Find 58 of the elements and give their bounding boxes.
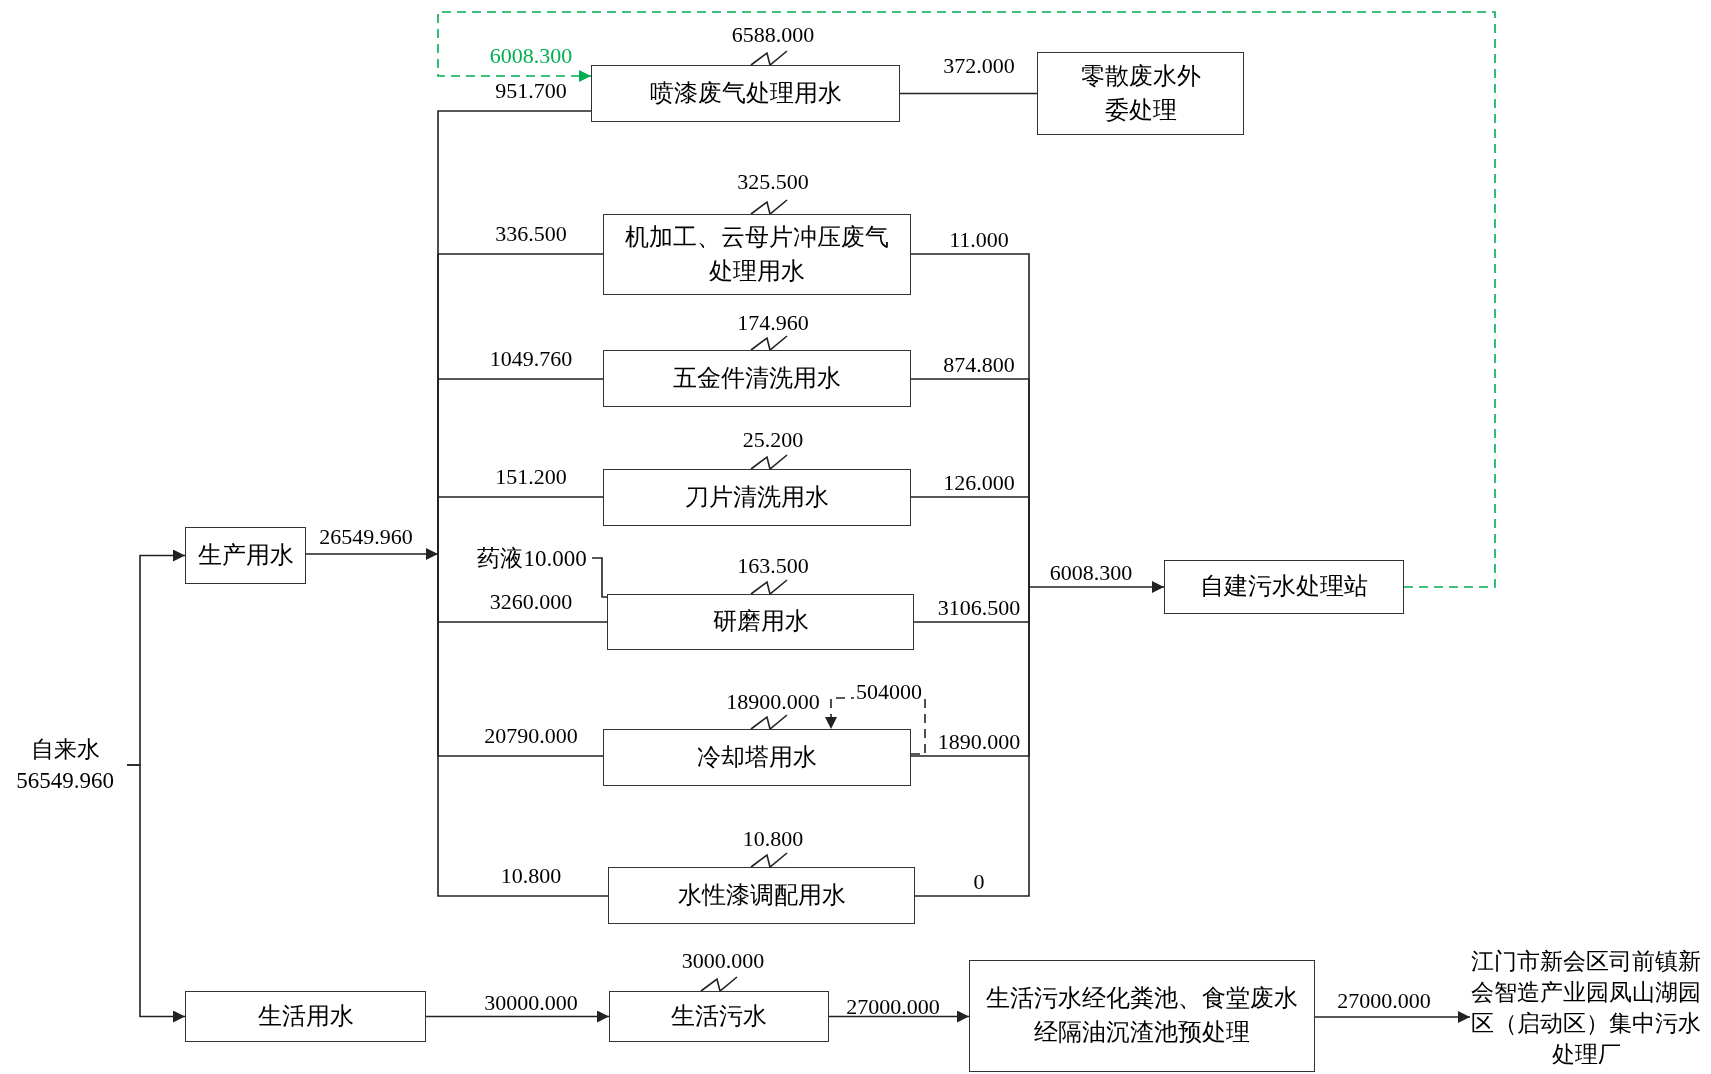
flow-value: 26549.960 [319,524,413,550]
destination-label: 江门市新会区司前镇新会智造产业园凤山湖园区（启动区）集中污水处理厂 [1470,942,1702,1074]
edge-label: 372.000 [943,53,1015,79]
loss-value: 18900.000 [726,689,820,715]
edge-label: 126.000 [943,470,1015,496]
edge-label: 27000.000 [846,994,940,1020]
process-box: 生活污水经化粪池、食堂废水经隔油沉渣池预处理 [969,960,1315,1072]
edge-label: 3106.500 [937,595,1021,621]
loss-value: 10.800 [742,826,804,852]
edge-label: 1890.000 [937,729,1021,755]
connector [437,496,604,555]
loss-value: 25.200 [742,427,804,453]
connector [914,586,1030,897]
source-label: 自来水 [30,735,100,764]
flow-value: 6008.300 [1049,560,1133,586]
process-box: 生活用水 [185,991,426,1042]
edge-label: 30000.000 [484,990,578,1016]
connector [910,496,1030,588]
edge-label: 874.800 [943,352,1015,378]
process-box: 零散废水外委处理 [1037,52,1244,135]
connector [126,764,186,1023]
process-box: 刀片清洗用水 [603,469,911,526]
edge-label: 11.000 [949,227,1009,253]
loss-value: 325.500 [737,169,809,195]
connector [828,1010,970,1023]
process-box: 五金件清洗用水 [603,350,911,407]
edge-label: 3260.000 [489,589,573,615]
loss-value: 174.960 [737,310,809,336]
input-label: 药液10.000 [470,544,594,574]
process-box: 生活污水 [609,991,829,1042]
edge-label: 6008.300 [489,43,573,69]
connector [437,553,609,897]
edge-label: 27000.000 [1337,988,1431,1014]
process-box: 喷漆废气处理用水 [591,65,900,122]
loss-value: 6588.000 [731,22,815,48]
process-box: 研磨用水 [607,594,914,650]
loss-value: 3000.000 [681,948,765,974]
process-box: 自建污水处理站 [1164,560,1404,614]
connector [1028,581,1165,593]
edge-label: 951.700 [495,78,567,104]
flow-value: 56549.960 [16,767,114,795]
process-box: 机加工、云母片冲压废气处理用水 [603,214,911,295]
edge-label: 151.200 [495,464,567,490]
edge-label: 20790.000 [484,723,578,749]
connector [305,548,439,560]
process-box: 水性漆调配用水 [608,867,915,924]
connector [437,11,1496,588]
connector [1314,1011,1471,1023]
connector [425,1010,610,1023]
loss-value: 163.500 [737,553,809,579]
edge-label: 0 [973,869,985,895]
edge-label: 1049.760 [489,346,573,372]
edge-label: 10.800 [500,863,562,889]
edge-label: 336.500 [495,221,567,247]
process-box: 冷却塔用水 [603,729,911,786]
connector [591,557,608,598]
connector [899,92,1038,95]
process-box: 生产用水 [185,527,306,584]
